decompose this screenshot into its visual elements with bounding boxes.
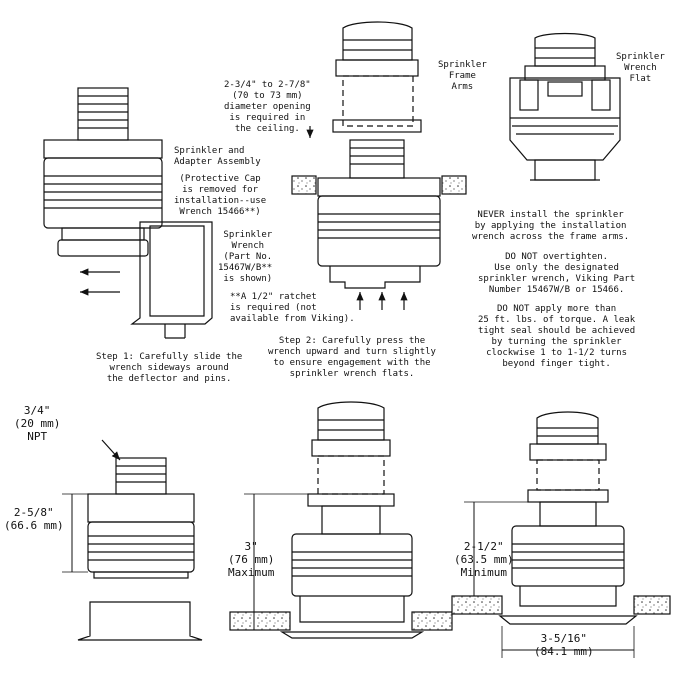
height-dimension: 2-5/8" (66.6 mm) bbox=[4, 506, 64, 532]
maximum-dimension: 3" (76 mm) Maximum bbox=[228, 540, 275, 579]
npt-sprinkler bbox=[77, 457, 203, 641]
never-warning: NEVER install the sprinkler by applying … bbox=[472, 210, 630, 242]
maximum-recess-sprinkler bbox=[279, 401, 425, 639]
escutcheon-dimension: 3-5/16" (84.1 mm) bbox=[534, 632, 594, 658]
torque-warning: DO NOT apply more than 25 ft. lbs. of to… bbox=[478, 304, 636, 369]
overtighten-warning: DO NOT overtighten. Use only the designa… bbox=[478, 252, 636, 295]
step1-wrench bbox=[130, 221, 213, 339]
protective-cap-note: (Protective Cap is removed for installat… bbox=[174, 174, 267, 217]
frame-arms-label: Sprinkler Frame Arms bbox=[438, 60, 487, 92]
ceiling-opening-note: 2-3/4" to 2-7/8" (70 to 73 mm) diameter … bbox=[224, 80, 311, 134]
step2-sprinkler bbox=[317, 21, 441, 289]
ratchet-note: **A 1/2" ratchet is required (not availa… bbox=[230, 292, 355, 324]
minimum-dimension: 2-1/2" (63.5 mm) Minimum bbox=[454, 540, 514, 579]
npt-dimension: 3/4" (20 mm) NPT bbox=[14, 404, 61, 443]
wrench-flat-label: Sprinkler Wrench Flat bbox=[616, 52, 665, 84]
sprinkler-adapter-assembly-label: Sprinkler and Adapter Assembly bbox=[174, 146, 261, 167]
step1-sprinkler bbox=[43, 87, 163, 257]
minimum-recess-sprinkler bbox=[498, 411, 638, 625]
step2-caption: Step 2: Carefully press the wrench upwar… bbox=[268, 336, 436, 379]
step1-caption: Step 1: Carefully slide the wrench sidew… bbox=[96, 352, 243, 384]
frame-arms-sprinkler bbox=[509, 32, 621, 181]
sprinkler-wrench-label: Sprinkler Wrench (Part No. 15467W/B** is… bbox=[218, 230, 273, 284]
